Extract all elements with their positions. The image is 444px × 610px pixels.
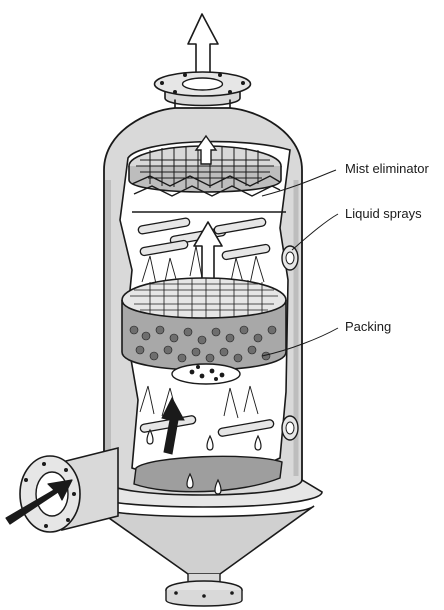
label-packing: Packing	[345, 319, 391, 334]
inlet-nozzle	[20, 448, 118, 532]
packing-bed	[122, 278, 286, 370]
top-flange	[155, 72, 251, 112]
label-liquid-sprays: Liquid sprays	[345, 206, 422, 221]
support-plate	[172, 364, 240, 384]
label-mist-eliminator: Mist eliminator	[345, 161, 429, 176]
side-port-upper	[282, 246, 298, 270]
side-port-lower	[282, 416, 298, 440]
vessel-bottom-cone	[84, 480, 322, 606]
gas-outlet-arrow-icon	[188, 14, 218, 78]
